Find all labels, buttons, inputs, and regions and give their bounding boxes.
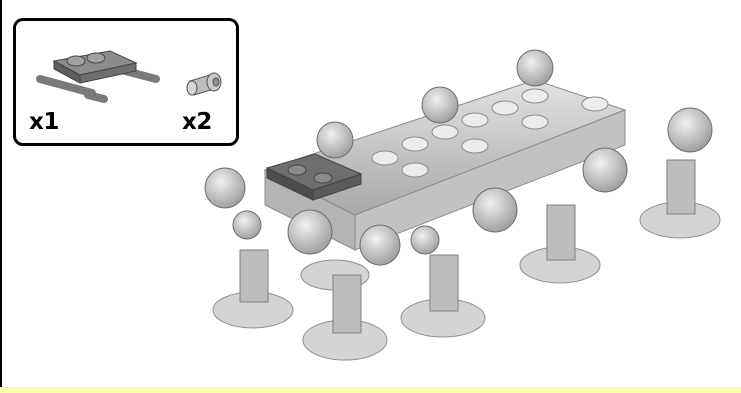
page-left-border [0, 0, 2, 393]
part-quantity-1: x1 [29, 109, 59, 135]
plate-with-bars-icon [32, 37, 172, 107]
assembled-model-illustration [185, 40, 725, 370]
page-bottom-highlight [0, 387, 741, 393]
